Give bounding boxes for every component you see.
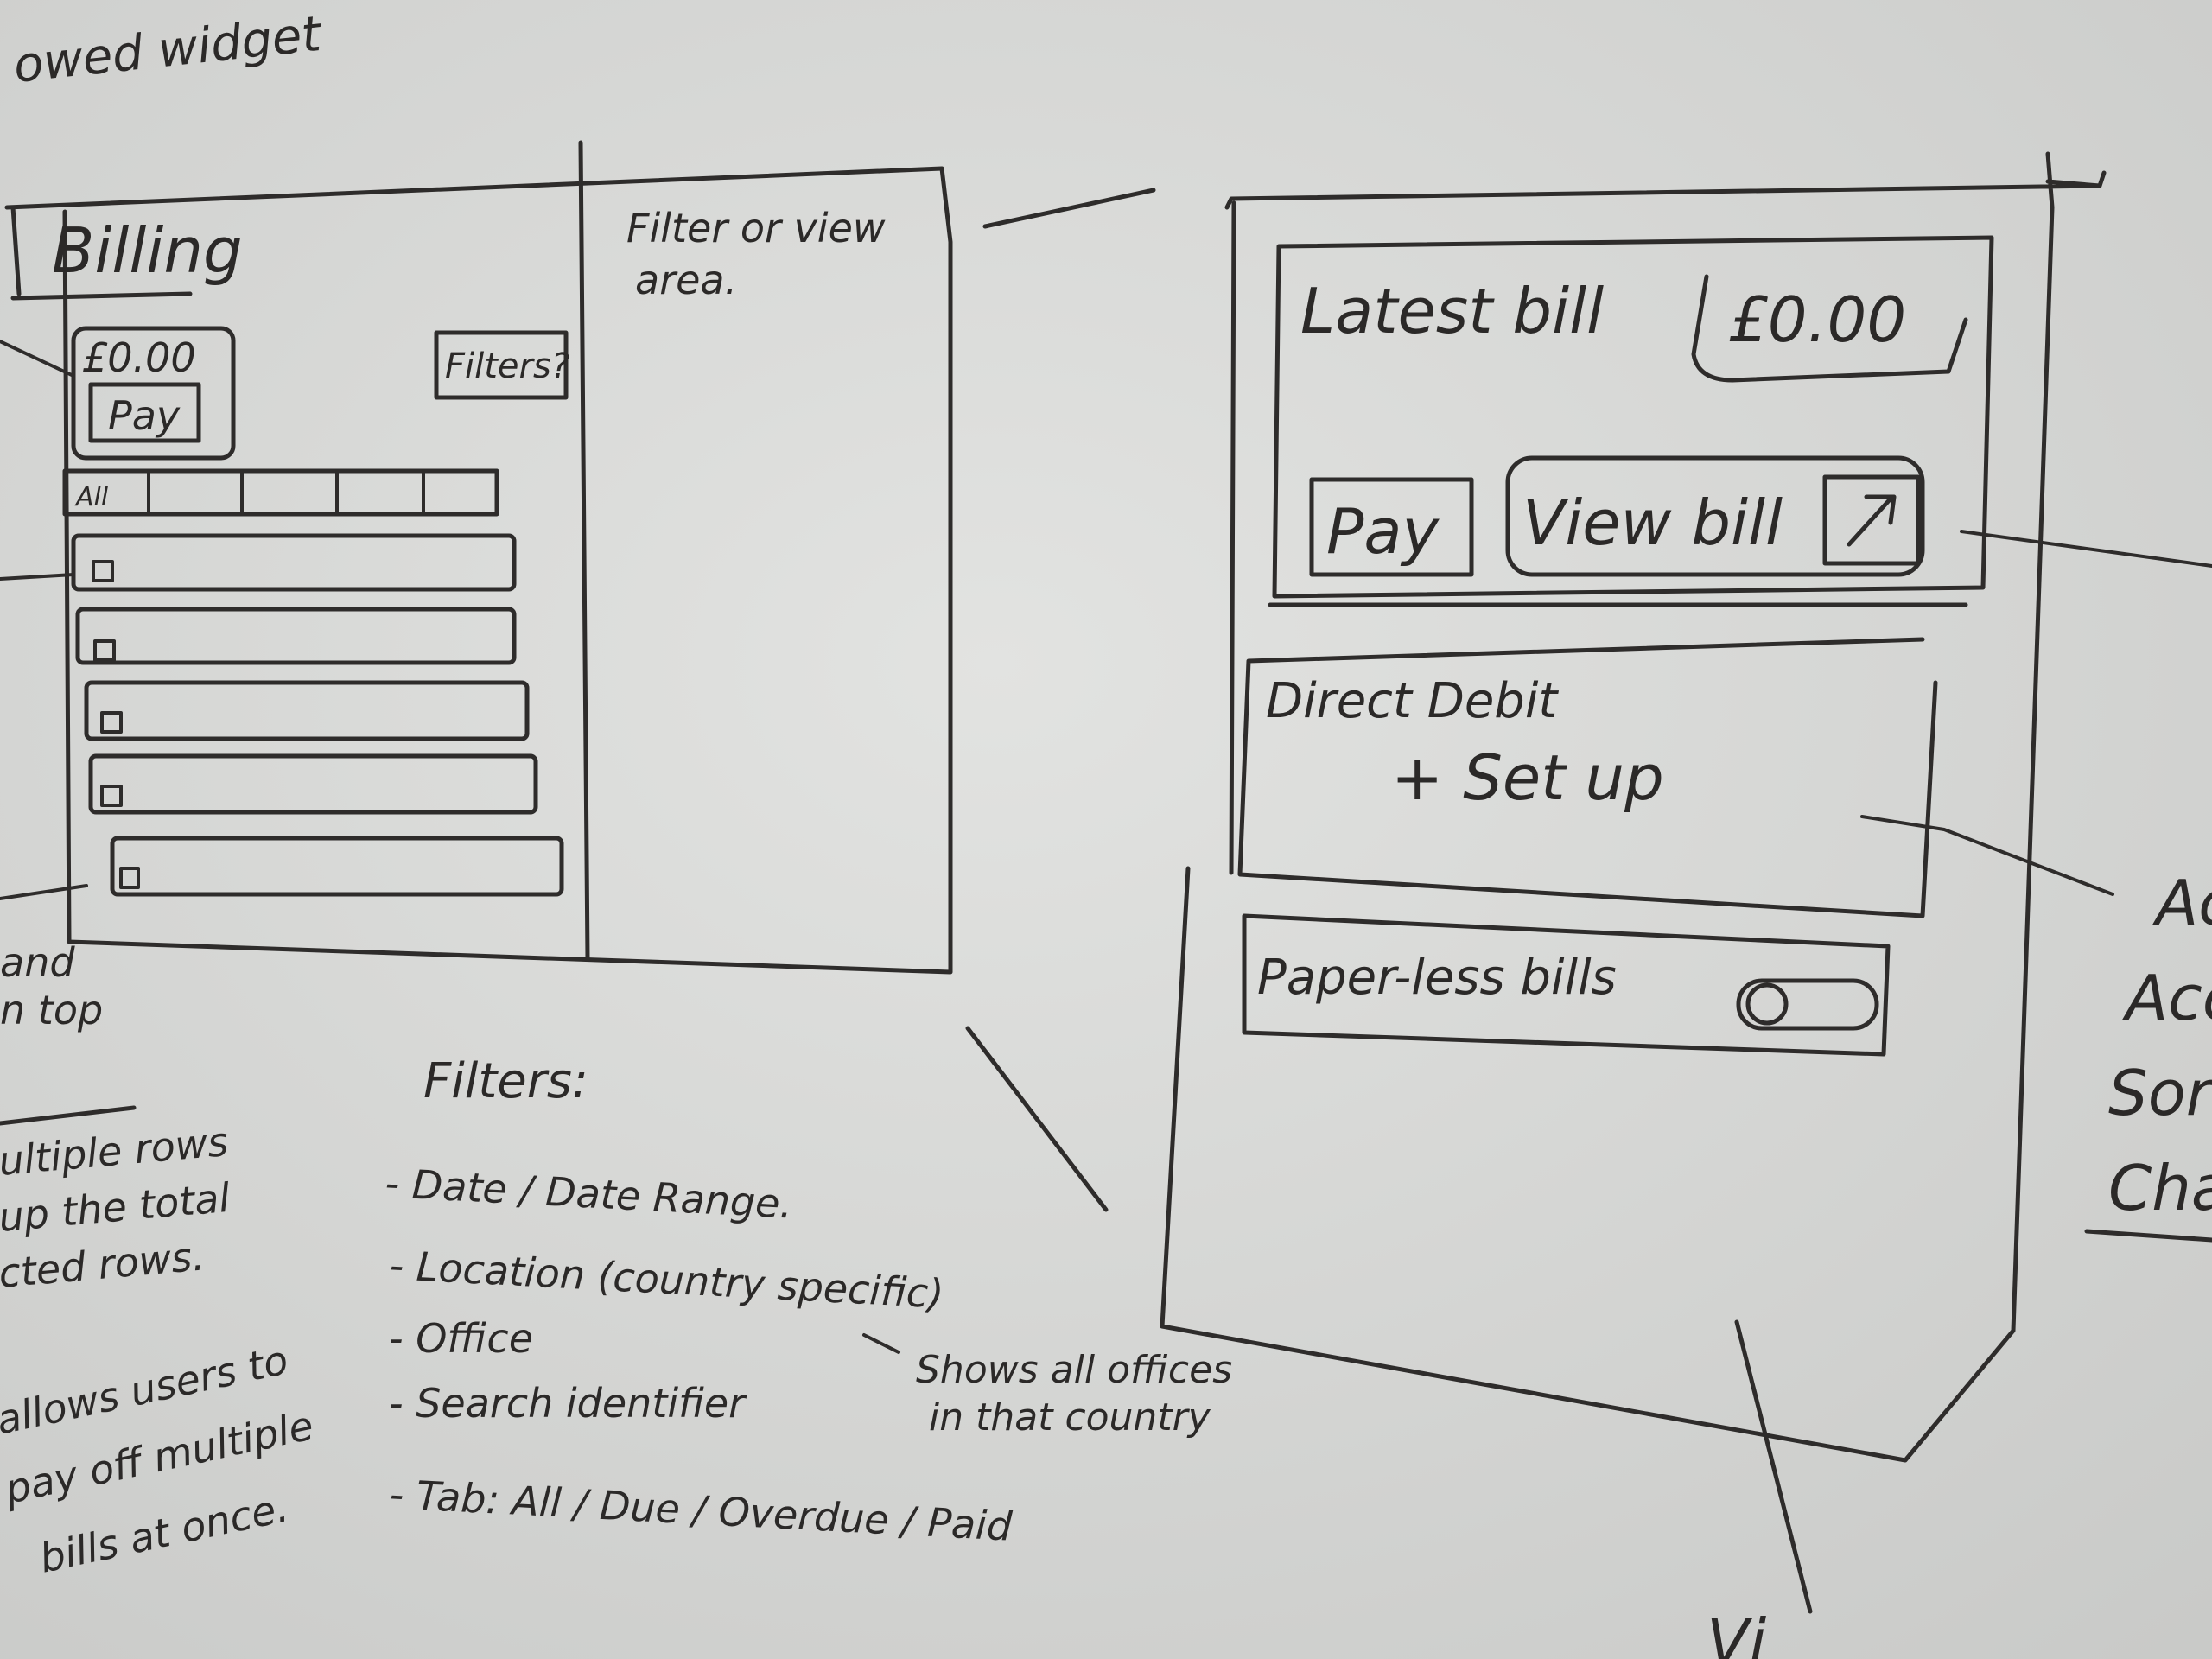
tab-dividers [147,469,425,516]
filter-item: - Office [389,1315,533,1362]
direct-debit-frame [1237,637,1938,918]
direct-debit-card: Direct Debit + Set up [1237,637,2114,918]
table-row[interactable] [110,836,564,897]
view-bill-button[interactable] [1505,455,1925,577]
row-checkbox[interactable] [93,639,116,662]
amount-value: £0.00 [1728,283,1906,356]
connector-line [1960,530,2212,568]
connector-line [1860,815,2114,896]
row-checkbox[interactable] [119,867,140,889]
annotation-line: Shows all offices [916,1348,1232,1392]
pay-button-label: Pay [108,392,181,439]
panel-divider [578,140,590,962]
frame-left-edge [1229,200,1236,875]
tab-bar-frame [62,468,499,517]
view-bill-label: View bill [1522,486,1783,559]
title-underline [10,205,193,301]
toggle-knob [1745,982,1789,1026]
connector-line [0,340,75,378]
note-line: Cha [2108,1152,2212,1224]
paperless-card: Paper-less bills [1242,913,1891,1057]
amount-card [71,326,236,461]
table-row[interactable] [88,753,538,815]
pay-button[interactable] [1309,477,1474,577]
direct-debit-title: Direct Debit [1266,673,1559,729]
row-checkbox[interactable] [100,711,123,734]
pay-button[interactable] [88,382,201,443]
paperless-toggle[interactable] [1736,978,1879,1031]
side-panel-line2: area. [635,257,737,303]
connector-lines [0,573,88,900]
billing-title: Billing [52,214,243,287]
table-row[interactable] [75,607,517,665]
row-checkbox[interactable] [92,560,114,582]
amount-field [1691,274,1968,383]
setup-button[interactable]: + Set up [1391,741,1664,814]
note-divider [0,1105,137,1126]
filters-button[interactable] [434,330,569,400]
latest-bill-frame [1268,235,1994,607]
annotation-line: in that country [929,1395,1211,1440]
billing-wireframe: Billing £0.00 Pay Filters? All Filter or… [0,140,953,975]
connector-lines [965,188,1813,1614]
bill-rows [71,533,564,897]
paperless-frame [1242,913,1891,1057]
filter-item: - Search identifier [389,1380,747,1427]
note-line: n top [0,987,103,1033]
tab-all[interactable]: All [74,482,109,512]
latest-bill-card: Latest bill £0.00 Pay View bill [1268,235,2212,607]
note-line: Acc [2122,962,2212,1034]
right-notes: Ac Acc Sort Cha [2084,867,2212,1243]
account-wireframe: Latest bill £0.00 Pay View bill Direct D… [1160,151,2212,1463]
billing-frame [4,166,953,975]
table-row[interactable] [71,533,517,592]
table-row[interactable] [84,680,530,741]
note-line: and [0,939,75,986]
external-link-icon[interactable] [1822,474,1921,566]
note-line: Ac [2152,867,2212,939]
tab-bar: All [62,468,499,517]
bottom-note: Vi [1707,1605,1766,1659]
filters-button-label: Filters? [445,346,569,386]
note-underline [2084,1229,2212,1243]
side-panel-line1: Filter or view [626,205,886,251]
latest-bill-label: Latest bill [1300,275,1604,347]
arrow-up-right-icon [1847,494,1897,547]
filters-heading: Filters: [423,1053,588,1109]
paperless-label: Paper-less bills [1257,950,1617,1006]
account-frame [1160,151,2107,1463]
row-checkbox[interactable] [100,785,123,807]
amount-value: £0.00 [82,334,196,381]
annotation-pointer [862,1333,900,1354]
note-line: Sort [2108,1057,2212,1129]
pay-button-label: Pay [1326,495,1440,568]
